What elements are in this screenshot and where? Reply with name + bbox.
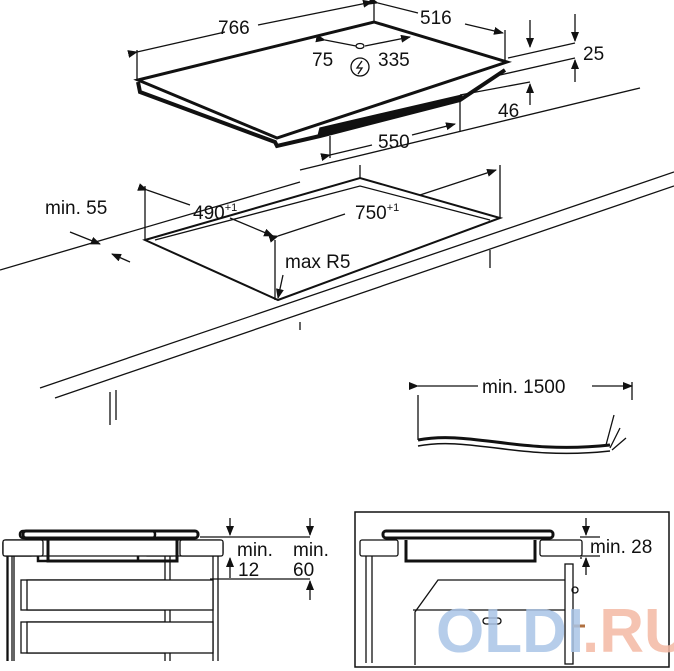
- box-height-label: 46: [498, 101, 519, 122]
- gap2-min-value: 60: [293, 560, 314, 581]
- gap-min-label: min.: [237, 540, 273, 561]
- cutout-width-label: 750+1: [355, 202, 399, 224]
- cabinet-oven-section: [354, 511, 670, 668]
- oven-gap-label: min. 28: [590, 537, 652, 558]
- lightning-icon: [355, 60, 364, 75]
- power-connection-icon: [350, 57, 370, 77]
- watermark-text: OLDI: [436, 597, 584, 666]
- hob-width-label: 766: [218, 18, 250, 39]
- cable-drawing: [409, 382, 633, 455]
- worktop-drawing: [0, 165, 674, 425]
- corner-radius-label: max R5: [285, 252, 350, 273]
- gap-min-value: 12: [238, 560, 259, 581]
- cabinet-drawers-dims: [2, 518, 314, 661]
- cutout-depth-label: 490+1: [193, 202, 237, 224]
- connection-right-label: 335: [378, 50, 410, 71]
- cable-length-label: min. 1500: [482, 377, 565, 398]
- connection-left-label: 75: [312, 50, 333, 71]
- box-width-label: 550: [378, 132, 410, 153]
- hob-thickness-label: 25: [583, 44, 604, 65]
- edge-distance-label: min. 55: [45, 198, 107, 219]
- hob-depth-label: 516: [420, 8, 452, 29]
- watermark-suffix: .RU: [582, 597, 674, 666]
- hob-drawing: [127, 0, 641, 171]
- gap2-min-label: min.: [293, 540, 329, 561]
